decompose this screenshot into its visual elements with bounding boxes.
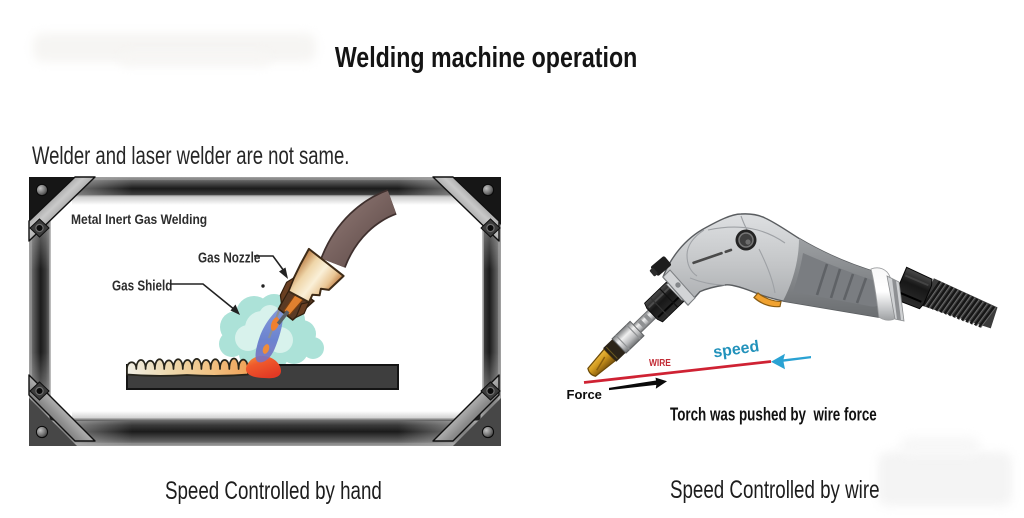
svg-text:WIRE: WIRE [649,357,671,369]
svg-text:Gas Nozzle: Gas Nozzle [198,249,261,266]
svg-text:Torch was pushed by wire forc: Torch was pushed by wire force [670,406,877,425]
svg-text:Force: Force [567,387,602,402]
svg-text:Gas Shield: Gas Shield [112,277,172,294]
svg-text:speed: speed [712,338,760,361]
svg-text:Metal Inert Gas Welding: Metal Inert Gas Welding [71,211,207,227]
